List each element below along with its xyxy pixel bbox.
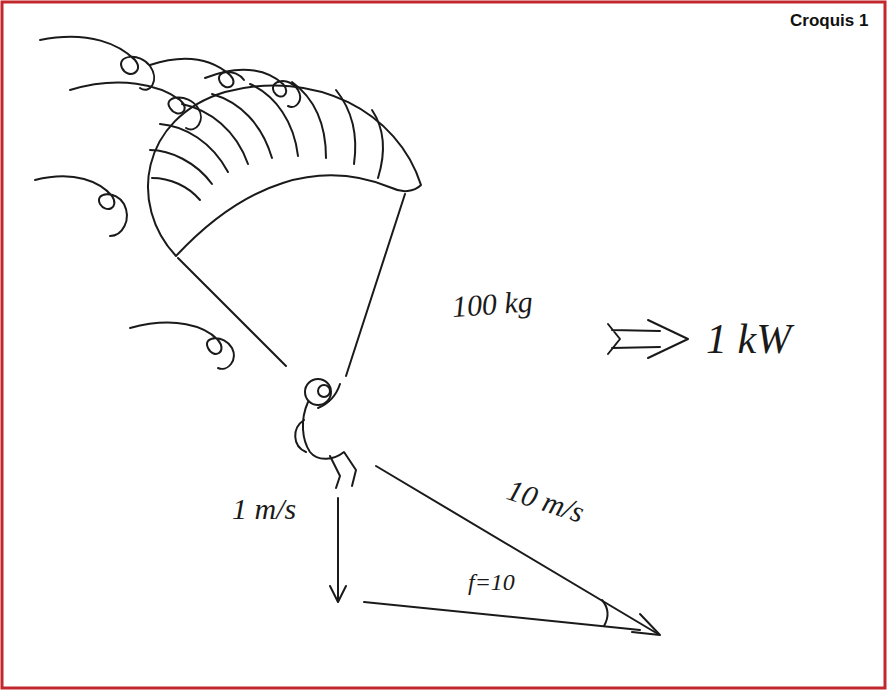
pilot-leg — [330, 456, 340, 488]
wind-swirl — [130, 323, 234, 369]
wing-rib — [182, 104, 248, 164]
wind-swirl — [35, 176, 127, 236]
wing-rib — [250, 84, 298, 156]
angle-arc — [602, 600, 608, 626]
glide-ratio-label: f=10 — [468, 570, 515, 594]
arrow-head — [632, 614, 660, 635]
wing-canopy — [148, 85, 421, 256]
pilot-harness — [295, 420, 306, 452]
wind-swirl — [40, 37, 154, 90]
wing-rib — [212, 94, 272, 158]
suspension-line — [346, 194, 405, 376]
wing-rib — [152, 178, 200, 200]
pilot-helmet — [305, 379, 331, 405]
glide-line — [376, 466, 658, 634]
sketch-heading: Croquis 1 — [790, 12, 868, 29]
mass-label: 100 kg — [451, 286, 534, 322]
pilot-face — [318, 385, 330, 397]
suspension-line — [178, 258, 286, 366]
pilot-arm — [318, 384, 340, 408]
wing-rib — [336, 90, 355, 164]
wind-swirl — [205, 70, 300, 107]
wing-rib — [150, 150, 212, 184]
power-arrow — [608, 320, 688, 358]
wing-rib — [372, 110, 383, 178]
power-label: 1 kW — [706, 318, 791, 360]
speed-label: 10 m/s — [503, 475, 588, 528]
wind-swirl — [150, 59, 244, 87]
wing-rib — [160, 124, 228, 172]
sink-arrow — [337, 498, 339, 600]
wind-swirl — [70, 83, 201, 130]
wing-rib — [292, 82, 326, 158]
pilot-body — [303, 402, 356, 486]
arrow-head — [330, 586, 346, 602]
sink-label: 1 m/s — [232, 494, 296, 524]
horizontal-line — [364, 602, 640, 630]
